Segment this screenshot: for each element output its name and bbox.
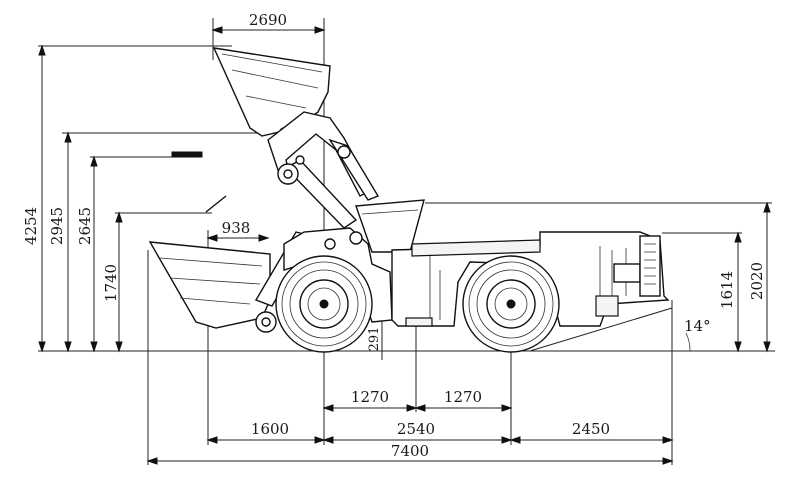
- dim-7400: 7400: [146, 442, 674, 465]
- dim-1270-rear: 1270: [414, 388, 513, 412]
- dim-2945-label: 2945: [48, 207, 66, 245]
- dim-2540: 2540: [322, 420, 513, 444]
- dim-2690-label: 2690: [249, 11, 287, 29]
- dim-1600-label: 1600: [251, 420, 289, 438]
- dim-1740-label: 1740: [102, 264, 120, 302]
- dim-2020-label: 2020: [748, 262, 766, 300]
- dim-7400-label: 7400: [391, 442, 429, 460]
- dim-1600: 1600: [206, 420, 326, 444]
- boom-arm: [267, 111, 380, 229]
- dim-938: 938: [206, 219, 270, 445]
- dim-1740: 1740: [102, 211, 123, 353]
- dim-2450: 2450: [509, 420, 674, 444]
- dim-2020: 2020: [748, 201, 771, 353]
- dim-departure-angle: 14°: [529, 307, 711, 352]
- dim-2645: 2645: [76, 155, 98, 353]
- dump-lip-marker: [205, 195, 227, 213]
- dim-2690: 2690: [211, 11, 326, 60]
- dim-4254: 4254: [22, 44, 46, 353]
- rear-wheel: [462, 255, 560, 353]
- rear-frame: [391, 231, 670, 327]
- dim-1614: 1614: [718, 231, 742, 353]
- dim-1614-label: 1614: [718, 271, 736, 309]
- dim-1270-front-label: 1270: [351, 388, 389, 406]
- dim-2645-label: 2645: [76, 207, 94, 245]
- dim-291: 291: [367, 318, 383, 360]
- dim-2450-label: 2450: [572, 420, 610, 438]
- dim-4254-label: 4254: [22, 207, 40, 245]
- front-wheel: [275, 255, 373, 353]
- dim-938-label: 938: [222, 219, 251, 237]
- dim-1270-front: 1270: [322, 388, 418, 412]
- dim-291-label: 291: [367, 327, 382, 352]
- dim-1270-rear-label: 1270: [444, 388, 482, 406]
- dim-2540-label: 2540: [397, 420, 435, 438]
- bucket-lip-marker: [171, 151, 203, 158]
- dim-2945: 2945: [48, 131, 72, 353]
- dim-departure-angle-label: 14°: [684, 317, 711, 335]
